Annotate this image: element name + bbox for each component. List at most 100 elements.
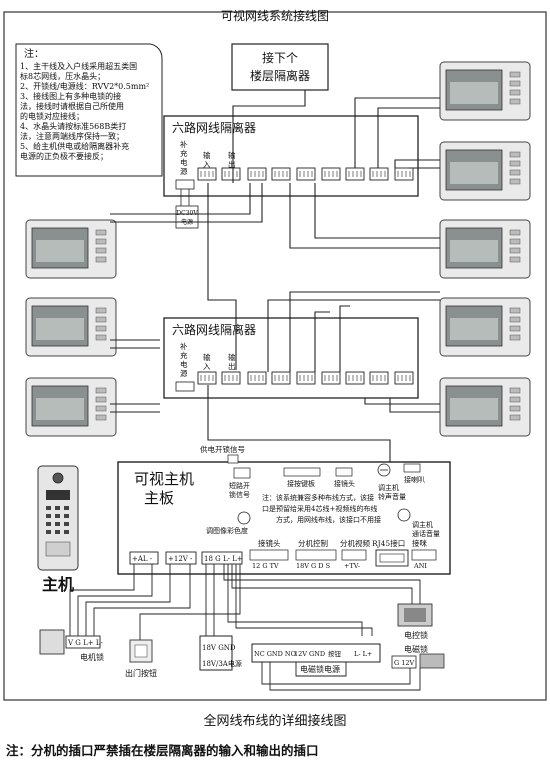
monitor-button-icon <box>95 396 107 403</box>
short-open-jumper <box>233 467 251 479</box>
monitor-button-icon <box>95 387 107 394</box>
notes-text: 注： 1、主干线及入户线采用超五类国 标8芯网线，压水晶头； 2、开锁线/电源线… <box>20 47 149 161</box>
aux-power-terminal-top <box>175 179 195 190</box>
isolator-mid: 六路网线隔离器 补 充 电 源 输 入 输 出 <box>163 317 419 399</box>
keypad-icon <box>46 506 69 534</box>
svg-text:通话音量: 通话音量 <box>412 529 440 538</box>
indoor-monitor <box>439 297 531 357</box>
svg-text:2、开锁线/电源线：RVV2*0.5mm²: 2、开锁线/电源线：RVV2*0.5mm² <box>20 81 149 91</box>
unlock-signal-label: 供电开锁信号 <box>200 444 245 454</box>
svg-text:补: 补 <box>180 139 188 149</box>
svg-text:输: 输 <box>228 352 236 362</box>
indoor-monitor <box>439 377 531 437</box>
svg-text:接咪: 接咪 <box>412 538 427 548</box>
magnetic-lock: 电磁锁 G 12V <box>391 644 445 669</box>
svg-text:接镜头: 接镜头 <box>258 538 281 548</box>
monitor-button-icon <box>509 325 521 332</box>
indoor-monitor <box>439 219 531 279</box>
monitor-button-icon <box>95 325 107 332</box>
isolator-top: 六路网线隔离器 补 充 电 源 输 入 输 出 DC30V 电源 <box>163 115 419 229</box>
aux-power-terminal-mid <box>175 381 195 392</box>
svg-text:接喇叭: 接喇叭 <box>404 475 425 484</box>
svg-text:4、水晶头请按标准568B类打: 4、水晶头请按标准568B类打 <box>20 121 126 131</box>
monitor-button-icon <box>509 307 521 314</box>
isolator-mid-title: 六路网线隔离器 <box>172 322 256 337</box>
monitor-button-icon <box>95 414 107 421</box>
svg-text:18V GND: 18V GND <box>202 644 236 652</box>
indoor-monitor <box>25 377 117 437</box>
psu-18v-label: 18V/3A电源 <box>202 659 242 668</box>
mainboard-title1: 可视主机 <box>134 470 194 488</box>
rj45-port <box>271 167 291 181</box>
monitor-button-icon <box>509 334 521 341</box>
svg-text:12V GND: 12V GND <box>294 650 325 658</box>
svg-text:18V G D S: 18V G D S <box>296 562 330 570</box>
svg-text:按钮: 按钮 <box>328 649 342 658</box>
svg-text:G 12V: G 12V <box>394 659 415 667</box>
figure-caption: 全网线布线的详细接线图 <box>203 714 347 729</box>
indoor-monitors <box>25 61 531 437</box>
rj45-port <box>394 371 414 385</box>
al-terminal <box>129 551 159 565</box>
monitor-button-icon <box>509 316 521 323</box>
svg-text:+TV-: +TV- <box>344 562 360 570</box>
svg-text:+12V -: +12V - <box>168 555 193 563</box>
monitor-button-icon <box>95 256 107 263</box>
svg-text:电源的正负极不要接反；: 电源的正负极不要接反； <box>20 151 108 161</box>
motor-lock-icon <box>39 629 65 655</box>
svg-text:分机视频: 分机视频 <box>340 538 370 548</box>
svg-text:5、给主机供电或给隔离器补充: 5、给主机供电或给隔离器补充 <box>20 141 129 151</box>
magnetic-lock-label: 电磁锁 <box>404 644 428 654</box>
exit-button-device: 出门按钮 <box>125 639 157 678</box>
rj45-port <box>247 371 267 385</box>
card-reader-icon <box>45 541 71 557</box>
monitor-button-icon <box>95 229 107 236</box>
rj45-port <box>197 167 217 181</box>
rj45-port <box>247 167 267 181</box>
svg-text:NC GND NO: NC GND NO <box>254 650 296 658</box>
svg-text:接镜头: 接镜头 <box>334 479 355 488</box>
svg-text:输: 输 <box>203 150 211 160</box>
monitor-button-icon <box>95 247 107 254</box>
svg-text:18 G L- L+: 18 G L- L+ <box>204 555 243 563</box>
talk-volume-knob <box>397 508 411 522</box>
monitor-button-icon <box>509 80 521 87</box>
svg-text:12 G TV: 12 G TV <box>252 562 279 570</box>
electric-lock-label: 电控锁 <box>404 630 428 640</box>
svg-text:口是预留给采用4芯线+视频线的布线: 口是预留给采用4芯线+视频线的布线 <box>262 504 377 513</box>
svg-text:+AL -: +AL - <box>132 555 153 563</box>
outer-frame <box>3 11 547 701</box>
lock-terminal <box>201 551 243 565</box>
mainboard: 可视主机 主板 供电开锁信号 短路开 锁信号 接按键板 接镜头 调主机 铃声音量… <box>117 444 451 575</box>
monitor-button-icon <box>509 89 521 96</box>
monitor-button-icon <box>509 405 521 412</box>
svg-text:入: 入 <box>203 362 211 371</box>
svg-text:锁信号: 锁信号 <box>229 490 250 499</box>
monitor-button-icon <box>509 151 521 158</box>
notes-heading: 注： <box>24 47 44 60</box>
monitor-button-icon <box>509 71 521 78</box>
motor-lock-label: 电机锁 <box>80 652 104 662</box>
svg-text:补: 补 <box>180 341 188 351</box>
magnetic-psu-label: 电磁锁电源 <box>300 664 340 674</box>
svg-text:输: 输 <box>228 150 236 160</box>
monitor-button-icon <box>509 160 521 167</box>
rj45-port <box>375 549 409 567</box>
svg-text:充: 充 <box>180 148 188 158</box>
svg-text:V G L+ L-: V G L+ L- <box>67 639 103 647</box>
svg-text:法，注意两端线序保持一致；: 法，注意两端线序保持一致； <box>20 131 124 141</box>
rj45-port <box>321 371 341 385</box>
color-knob <box>237 511 251 525</box>
psu-18v: 18V GND 18V/3A电源 <box>199 635 242 671</box>
svg-text:出: 出 <box>228 361 236 371</box>
monitor-button-icon <box>509 414 521 421</box>
svg-text:调图像彩色度: 调图像彩色度 <box>206 526 248 535</box>
network-wires <box>110 90 440 540</box>
monitor-button-icon <box>509 238 521 245</box>
svg-text:的电锁对应接线；: 的电锁对应接线； <box>20 111 84 121</box>
isolator-mid-ports <box>197 371 414 385</box>
rj45-port <box>221 167 241 181</box>
svg-text:标8芯网线，压水晶头；: 标8芯网线，压水晶头； <box>20 71 105 81</box>
svg-text:出: 出 <box>228 159 236 169</box>
rj45-port <box>296 167 316 181</box>
